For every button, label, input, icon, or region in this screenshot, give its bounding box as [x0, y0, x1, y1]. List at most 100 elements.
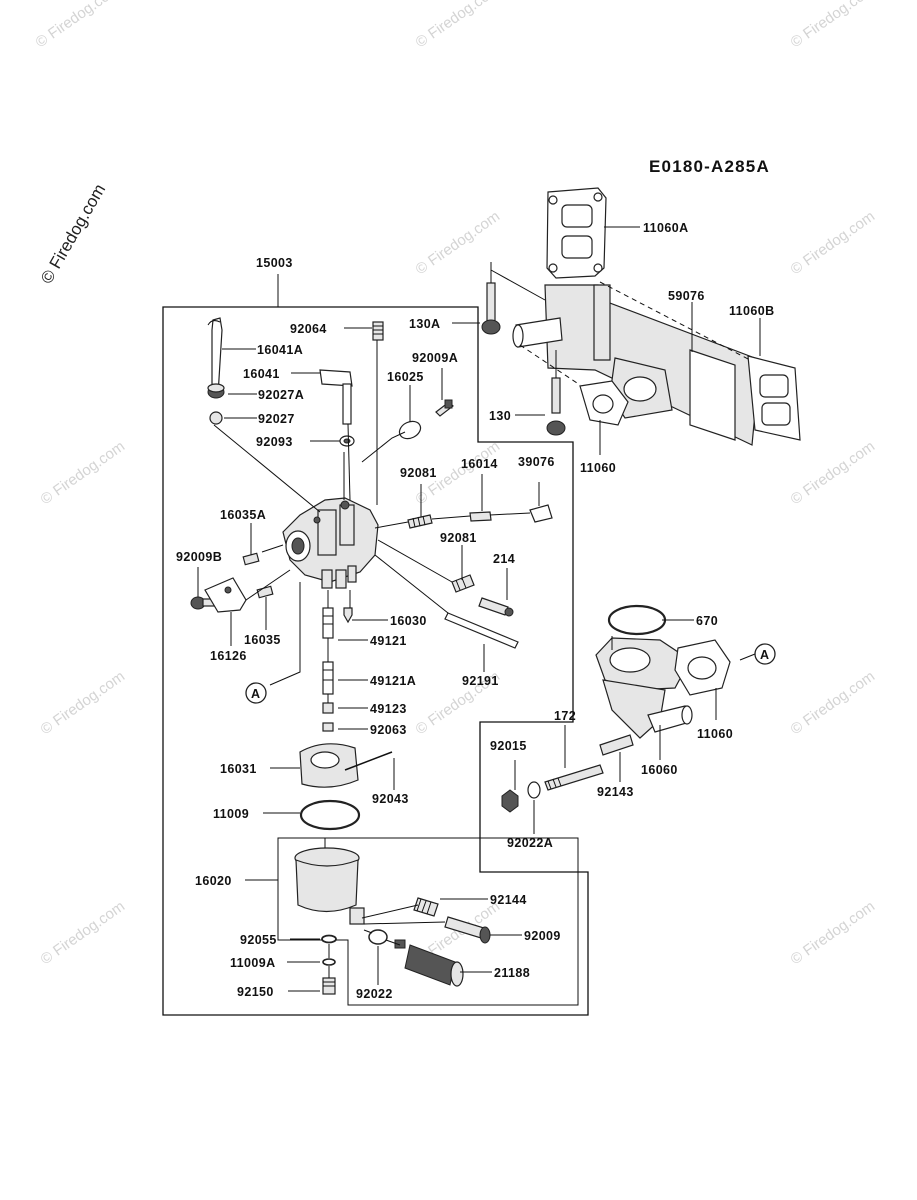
callout: 11060A: [643, 221, 689, 235]
part-92144: [413, 897, 439, 917]
part-11009A: [322, 958, 336, 966]
callout: 16035: [244, 633, 281, 647]
part-16030: [343, 607, 353, 624]
callout: 39076: [518, 455, 555, 469]
watermark: © Firedog.com: [788, 668, 879, 738]
part-130A: [481, 282, 501, 335]
watermarks: © Firedog.com © Firedog.com © Firedog.co…: [33, 0, 879, 968]
watermark: © Firedog.com: [788, 208, 879, 278]
callout: 11060: [697, 727, 733, 741]
part-92093: [339, 435, 355, 447]
callout: 92043: [372, 792, 409, 806]
part-16035A: [242, 552, 260, 566]
callout: 16031: [220, 762, 257, 776]
watermark: © Firedog.com: [38, 668, 129, 738]
callout: 92081: [400, 466, 437, 480]
part-92022: [368, 929, 388, 945]
callout: 92150: [237, 985, 274, 999]
callout: 16060: [641, 763, 678, 777]
part-49121A: [322, 661, 334, 695]
part-11060B: [747, 355, 801, 441]
callout: 130: [489, 409, 511, 423]
part-92064: [372, 321, 384, 341]
float-bowl-frame: [277, 837, 579, 1006]
callout: 16126: [210, 649, 247, 663]
part-11060A: [546, 187, 607, 279]
watermark: © Firedog.com: [413, 208, 504, 278]
callout: 92009A: [412, 351, 458, 365]
part-92022A: [527, 781, 541, 799]
callout: 21188: [494, 966, 530, 980]
watermark: © Firedog.com: [33, 0, 124, 51]
callout: 16035A: [220, 508, 266, 522]
callout: 92022: [356, 987, 393, 1001]
part-21188: [394, 939, 464, 987]
callout: 16025: [387, 370, 424, 384]
callout: 92081: [440, 531, 477, 545]
callout: 11009A: [230, 956, 276, 970]
callout: 16020: [195, 874, 232, 888]
watermark: © Firedog.com: [788, 438, 879, 508]
callout: 92009: [524, 929, 561, 943]
callout: 92027: [258, 412, 295, 426]
part-11060-upper: [579, 380, 629, 426]
part-92009: [444, 916, 491, 944]
ref-marker-a1: A: [245, 682, 267, 704]
part-92063: [322, 722, 334, 732]
part-92015: [501, 789, 519, 813]
callout: 11009: [213, 807, 249, 821]
callout: 92064: [290, 322, 327, 336]
part-16041: [319, 369, 353, 425]
callout: 670: [696, 614, 718, 628]
callout: 49121A: [370, 674, 416, 688]
callout: 16014: [461, 457, 498, 471]
part-49123: [322, 702, 334, 714]
callout: 59076: [668, 289, 705, 303]
part-92043: [344, 751, 393, 771]
callout: 11060: [580, 461, 616, 475]
callout: 214: [493, 552, 515, 566]
part-16035: [256, 585, 274, 599]
watermark: © Firedog.com: [788, 898, 879, 968]
part-92027: [209, 411, 223, 425]
callout: 49121: [370, 634, 407, 648]
carburetor-body: [282, 497, 379, 589]
part-16031: [299, 743, 359, 788]
part-59076: [512, 284, 761, 446]
svg-text:A: A: [251, 687, 260, 701]
part-11009: [299, 799, 361, 831]
callout: 92022A: [507, 836, 553, 850]
part-92027A: [207, 383, 225, 399]
callout: 172: [554, 709, 576, 723]
part-214: [478, 597, 514, 617]
callout: 92027A: [258, 388, 304, 402]
callout: 92009B: [176, 550, 222, 564]
watermark: © Firedog.com: [38, 898, 129, 968]
callout: 15003: [256, 256, 293, 270]
watermark: © Firedog.com: [413, 0, 504, 51]
callout: 16041: [243, 367, 280, 381]
callout: 49123: [370, 702, 407, 716]
part-11060-lower: [674, 639, 731, 696]
callout: 92191: [462, 674, 499, 688]
part-39076: [529, 504, 553, 523]
callout: 16030: [390, 614, 427, 628]
part-16060: [595, 637, 693, 739]
callout: 92015: [490, 739, 527, 753]
part-670: [607, 604, 667, 636]
callout: 92093: [256, 435, 293, 449]
watermark: © Firedog.com: [38, 438, 129, 508]
part-16020: [294, 847, 365, 925]
part-92055: [321, 934, 337, 944]
ref-marker-a2: A: [754, 643, 776, 665]
callout: 92143: [597, 785, 634, 799]
part-172: [544, 764, 604, 791]
callout: 11060B: [729, 304, 775, 318]
diagram-code: E0180-A285A: [649, 157, 770, 176]
callout: 92055: [240, 933, 277, 947]
part-92191: [444, 612, 519, 649]
part-92081-lower: [451, 574, 475, 593]
part-92009A: [435, 399, 454, 417]
part-130: [546, 377, 566, 436]
